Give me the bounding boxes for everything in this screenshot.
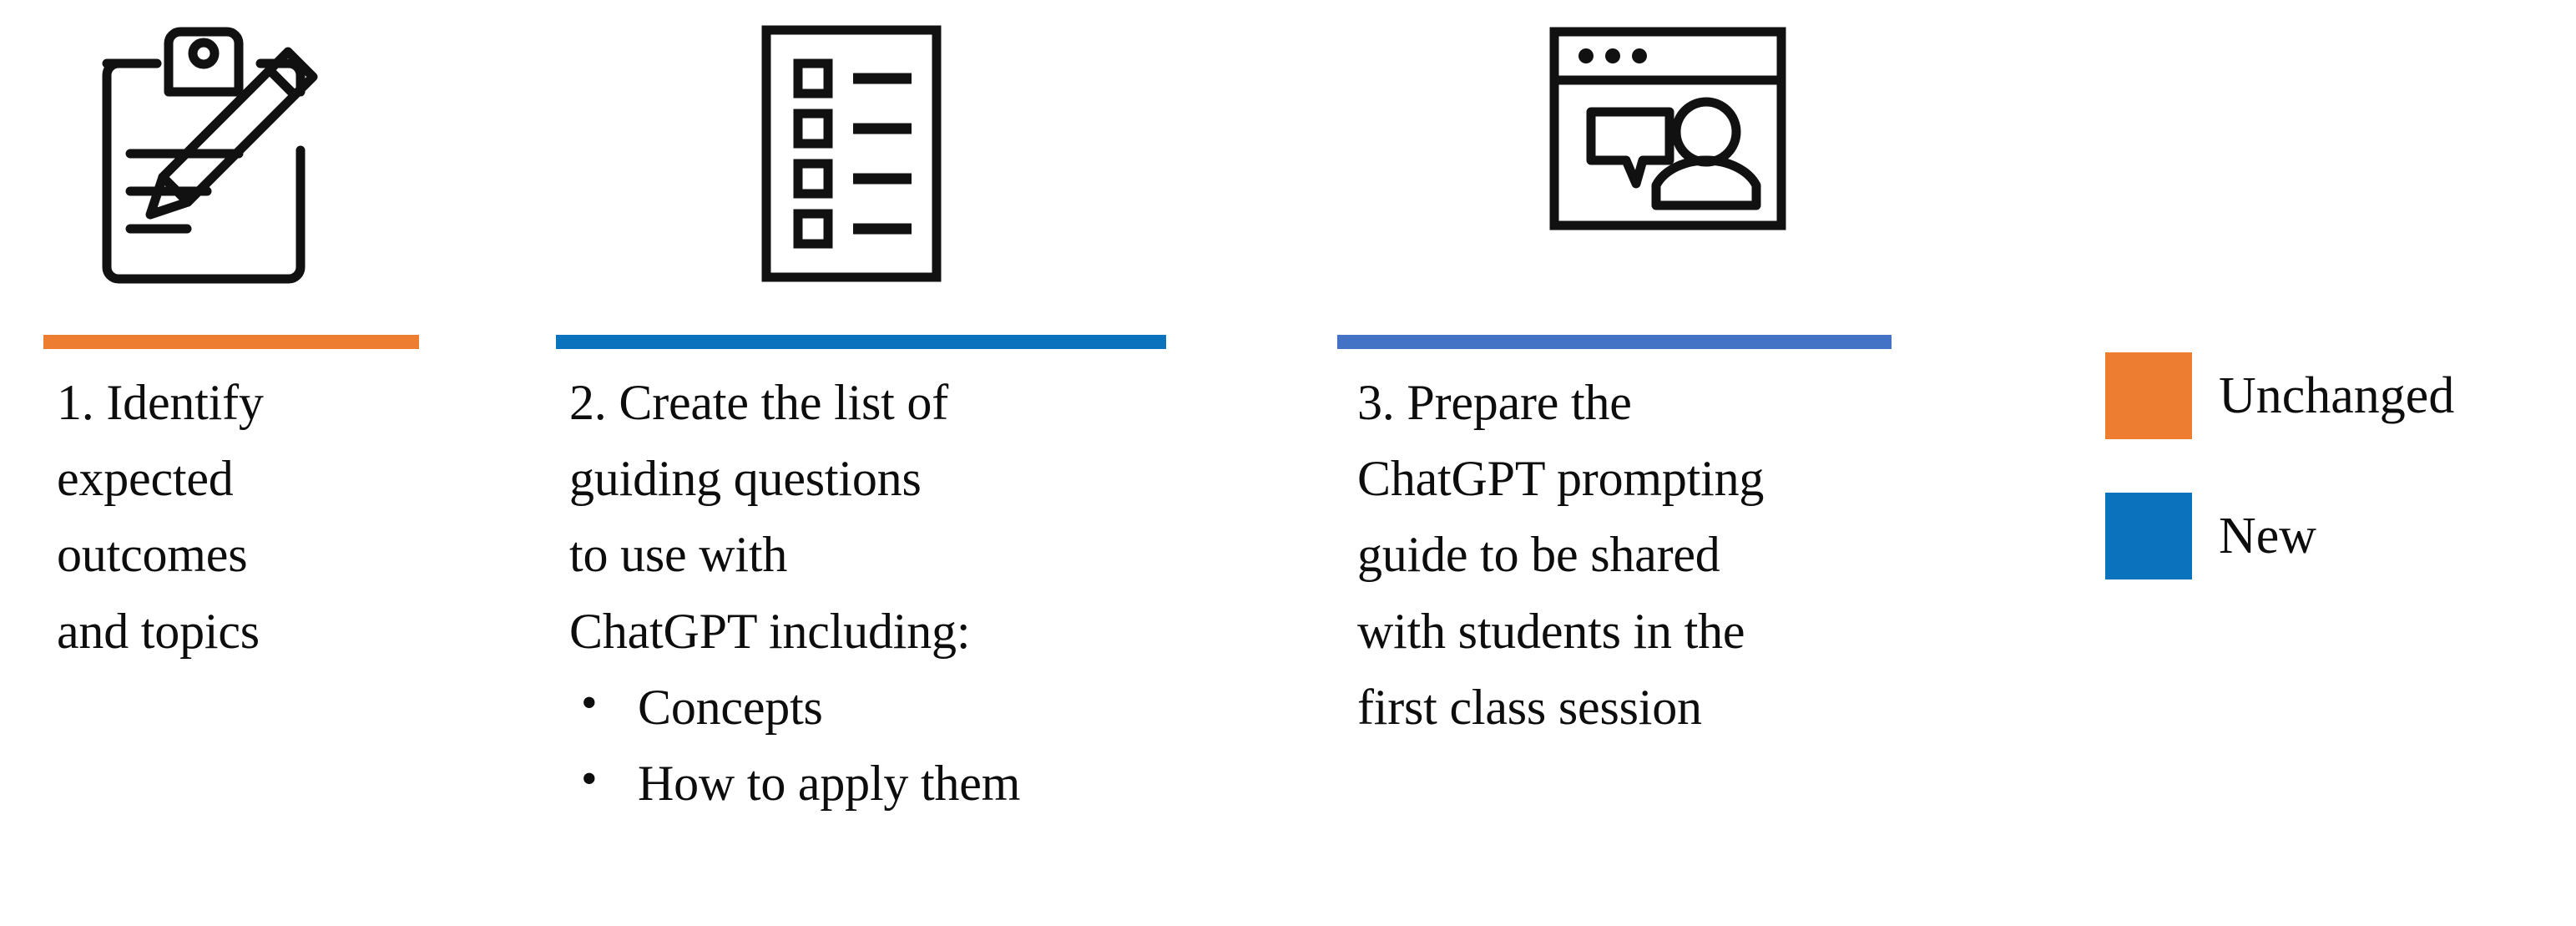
step-line: expected <box>57 451 234 507</box>
legend-label-new: New <box>2219 508 2317 564</box>
step-line: ChatGPT prompting <box>1357 451 1765 507</box>
step-line: 3. Prepare the <box>1357 375 1632 430</box>
legend-label-unchanged: Unchanged <box>2219 367 2455 424</box>
bullet-label: Concepts <box>638 679 823 735</box>
step-line: 1. Identify <box>57 375 264 430</box>
step-bullet-list: • Concepts • How to apply them <box>569 670 1170 822</box>
checklist-document-icon <box>751 20 952 287</box>
step-line: ChatGPT including: <box>569 603 971 659</box>
step-accent-bar-1 <box>43 335 419 349</box>
step-line: outcomes <box>57 527 248 583</box>
bullet-icon: • <box>581 676 598 729</box>
step-line: guiding questions <box>569 451 922 507</box>
step-line: first class session <box>1357 679 1702 735</box>
step-line: guide to be shared <box>1357 527 1720 583</box>
step-line: 2. Create the list of <box>569 375 949 430</box>
list-item: • How to apply them <box>569 746 1170 822</box>
list-item: • Concepts <box>569 670 1170 746</box>
legend: Unchanged New <box>2105 349 2454 583</box>
step-text-3: 3. Prepare the ChatGPT prompting guide t… <box>1357 365 1992 746</box>
step-text-2: 2. Create the list of guiding questions … <box>569 365 1170 822</box>
clipboard-pencil-icon <box>92 20 326 287</box>
step-line: and topics <box>57 603 260 659</box>
step-accent-bar-2 <box>556 335 1166 349</box>
legend-item-new: New <box>2105 489 2454 583</box>
step-accent-bar-3 <box>1337 335 1892 349</box>
legend-swatch-new <box>2105 493 2192 579</box>
step-line: with students in the <box>1357 603 1745 659</box>
step-text-1: 1. Identify expected outcomes and topics <box>57 365 508 670</box>
legend-item-unchanged: Unchanged <box>2105 349 2454 443</box>
bullet-label: How to apply them <box>638 755 1021 811</box>
browser-chat-person-icon <box>1543 20 1793 237</box>
bullet-icon: • <box>581 752 598 805</box>
step-line: to use with <box>569 527 788 583</box>
legend-swatch-unchanged <box>2105 352 2192 439</box>
